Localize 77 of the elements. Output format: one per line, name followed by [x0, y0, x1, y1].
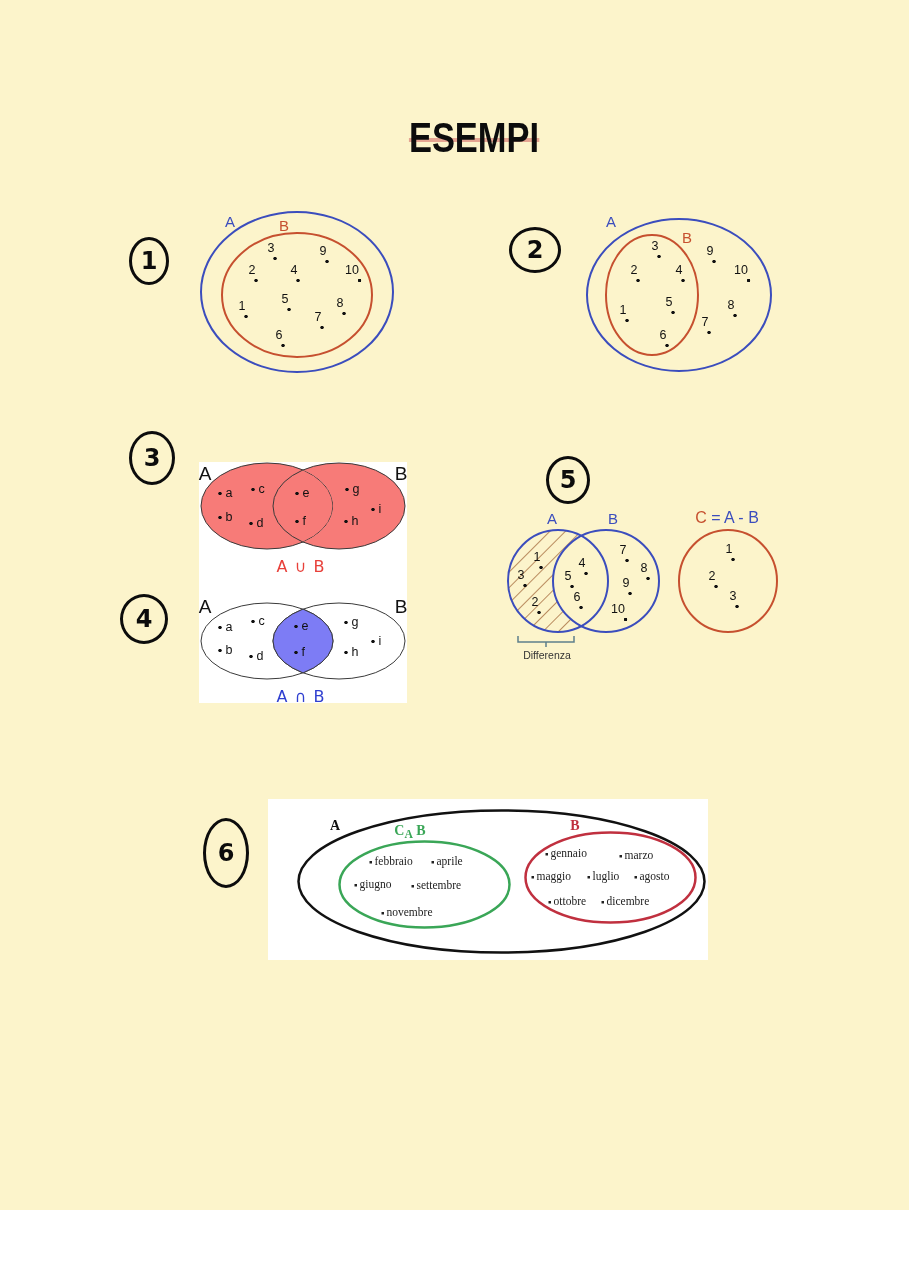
element-label: b	[217, 510, 233, 524]
element-label: 7	[701, 315, 712, 335]
circled-number: 2	[509, 227, 561, 273]
operation-label: A ∩ B	[276, 688, 326, 706]
element-label: novembre	[381, 905, 433, 919]
circled-number: 5	[546, 456, 590, 504]
element-label: 4	[675, 263, 686, 283]
set-label: B	[394, 595, 408, 617]
element-label: 7	[314, 310, 325, 330]
element-label: 2	[708, 569, 719, 589]
element-label: f	[294, 514, 306, 528]
element-label: 3	[267, 241, 278, 261]
element-label: 1	[725, 542, 736, 562]
element-label: 1	[533, 550, 544, 570]
element-label: h	[343, 514, 359, 528]
set-label: A	[606, 212, 616, 230]
element-label: 5	[281, 292, 292, 312]
bracket-label: Differenza	[523, 649, 571, 661]
circled-number: 6	[203, 818, 249, 888]
element-label: luglio	[587, 869, 620, 883]
set-label: A	[225, 212, 235, 230]
element-label: d	[248, 649, 264, 663]
element-label: giugno	[354, 877, 392, 891]
element-label: 6	[573, 590, 584, 610]
operation-label: A ∪ B	[276, 558, 326, 576]
element-label: dicembre	[601, 894, 650, 908]
element-label: febbraio	[369, 854, 413, 868]
element-label: ottobre	[548, 894, 587, 908]
set-label: C$_{A}$ B	[394, 822, 426, 844]
element-label: gennaio	[545, 846, 587, 860]
element-label: agosto	[634, 869, 670, 883]
set-label: B	[279, 216, 289, 234]
element-label: 3	[517, 568, 528, 588]
set-label: A	[547, 509, 557, 527]
element-label: 4	[578, 556, 589, 576]
element-label: 1	[619, 303, 630, 323]
element-label: h	[343, 645, 359, 659]
element-label: settembre	[411, 878, 462, 892]
element-label: 1	[238, 299, 249, 319]
element-label: maggio	[531, 869, 571, 883]
element-label: d	[248, 516, 264, 530]
element-label: 10	[345, 263, 362, 283]
element-label: 7	[619, 543, 630, 563]
element-label: 8	[640, 561, 651, 581]
set-label: B	[682, 228, 692, 246]
set-label: A	[198, 462, 212, 484]
set-label: B	[570, 818, 580, 834]
element-label: 9	[622, 576, 633, 596]
element-label: 5	[564, 569, 575, 589]
element-label: i	[370, 502, 382, 516]
element-label: 2	[531, 595, 542, 615]
element-label: 4	[290, 263, 301, 283]
element-label: 9	[319, 244, 330, 264]
element-label: 10	[734, 263, 751, 283]
element-label: i	[370, 634, 382, 648]
element-label: b	[217, 643, 233, 657]
set-label: A	[198, 595, 212, 617]
circled-number: 3	[129, 431, 175, 485]
element-label: 5	[665, 295, 676, 315]
element-label: 3	[729, 589, 740, 609]
element-label: 3	[651, 239, 662, 259]
element-label: 2	[248, 263, 259, 283]
circled-number: 4	[120, 594, 168, 644]
element-label: 6	[659, 328, 670, 348]
element-label: 9	[706, 244, 717, 264]
element-label: 8	[727, 298, 738, 318]
set-label: B	[394, 462, 408, 484]
element-label: 6	[275, 328, 286, 348]
set-label: A	[329, 818, 341, 834]
set-label: B	[608, 509, 618, 527]
set-label: C = A - B	[695, 509, 759, 527]
element-label: 2	[630, 263, 641, 283]
element-label: aprile	[431, 854, 463, 868]
element-label: 8	[336, 296, 347, 316]
element-label: f	[293, 645, 305, 659]
circled-number: 1	[129, 237, 169, 285]
element-label: 10	[611, 602, 628, 622]
